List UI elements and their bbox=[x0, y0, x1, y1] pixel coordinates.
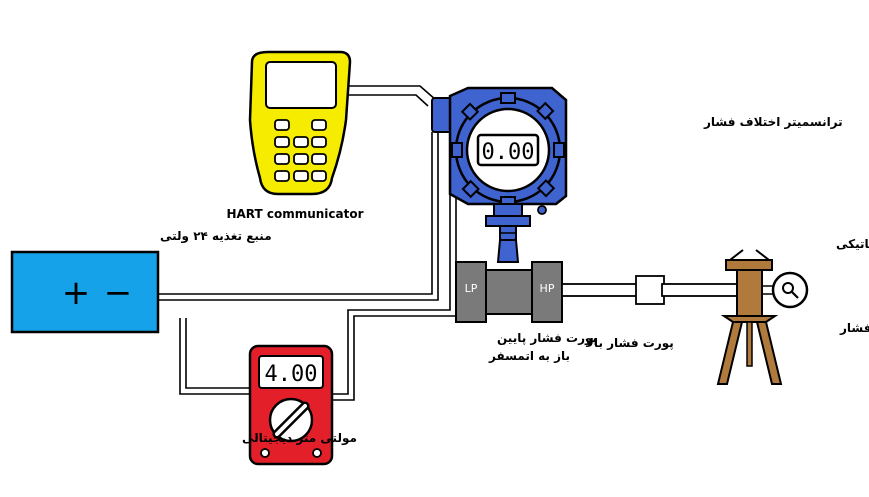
lid-bolt bbox=[451, 142, 463, 158]
lid-bolt bbox=[553, 142, 565, 158]
hart-screen bbox=[265, 61, 337, 109]
power-to-meter-a bbox=[179, 318, 250, 395]
multimeter-reading: 4.00 bbox=[265, 362, 318, 387]
pump-handle-right[interactable] bbox=[755, 249, 770, 261]
pipe-coupling bbox=[635, 275, 665, 305]
hart-key[interactable] bbox=[311, 170, 327, 182]
lid-bolt bbox=[536, 101, 555, 121]
multimeter-label: مولتی متر دیجیتالی bbox=[242, 431, 357, 446]
housing-screw bbox=[537, 205, 547, 215]
power-supply: + − bbox=[10, 250, 160, 334]
dial-pointer-inner bbox=[275, 404, 307, 436]
lid-bolt bbox=[536, 179, 556, 198]
power-supply-body bbox=[10, 250, 160, 334]
hart-cable-b bbox=[346, 94, 429, 107]
pressure-line bbox=[561, 275, 779, 305]
hand-pump bbox=[716, 249, 783, 385]
gauge-hub bbox=[782, 282, 794, 294]
dp-transmitter: 0.00 bbox=[431, 86, 568, 263]
multimeter-display bbox=[258, 355, 324, 389]
pump-cap bbox=[725, 259, 773, 271]
transmitter-neck bbox=[493, 203, 523, 217]
lid-bolt bbox=[460, 102, 480, 121]
hart-communicator bbox=[248, 50, 352, 196]
hart-key[interactable] bbox=[274, 153, 290, 165]
low-port-label-line2: باز به اتمسفر bbox=[488, 349, 570, 363]
transmitter-lcd bbox=[476, 133, 540, 167]
hart-key[interactable] bbox=[293, 153, 309, 165]
manifold-body bbox=[483, 269, 535, 315]
plus-terminal: + bbox=[62, 273, 91, 313]
hart-key[interactable] bbox=[274, 119, 290, 131]
digital-multimeter: 4.00 bbox=[248, 344, 334, 466]
hart-label: HART communicator bbox=[226, 207, 363, 221]
lid-bolts bbox=[451, 92, 565, 208]
transmitter-label: ترانسمیتر اختلاف فشار bbox=[703, 115, 843, 129]
lid-bolt bbox=[500, 92, 516, 104]
pump-leg-center bbox=[746, 321, 753, 367]
pump-collar bbox=[720, 315, 779, 323]
low-pressure-flange bbox=[455, 261, 487, 323]
gauge-face bbox=[771, 271, 809, 309]
minus-terminal: − bbox=[104, 273, 133, 313]
lp-port-tag: LP bbox=[465, 282, 478, 295]
lid-bolt bbox=[461, 179, 480, 199]
power-to-meter-b bbox=[185, 318, 250, 389]
transmitter-neck-flange bbox=[485, 215, 531, 227]
meter-to-transmitter-a bbox=[332, 186, 451, 395]
transmitter-stem-base bbox=[496, 239, 520, 263]
hp-port-tag: HP bbox=[540, 282, 555, 295]
pump-label: پمپ دستی هیدرولیکی / پنوماتیکی bbox=[836, 237, 869, 252]
hart-key[interactable] bbox=[293, 136, 309, 148]
high-port-label: پورت فشار بالا bbox=[585, 336, 674, 351]
hart-key[interactable] bbox=[311, 136, 327, 148]
gauge-needle bbox=[791, 291, 799, 299]
power-supply-label: منبع تغذیه ۲۴ ولتی bbox=[160, 229, 272, 244]
power-wire-b bbox=[158, 132, 439, 301]
probe-jack[interactable] bbox=[260, 448, 270, 458]
pipe-segment bbox=[561, 283, 639, 297]
pressure-manifold: LP HP bbox=[455, 261, 563, 323]
pipe-segment bbox=[661, 283, 739, 297]
probe-jack[interactable] bbox=[312, 448, 322, 458]
hart-key[interactable] bbox=[293, 170, 309, 182]
power-wire-a bbox=[158, 132, 433, 295]
low-port-label-line1: پورت فشار پایین bbox=[497, 331, 597, 346]
hart-cable-a bbox=[346, 85, 437, 101]
hart-key[interactable] bbox=[274, 170, 290, 182]
gauge-label: گیج فشار bbox=[839, 321, 869, 335]
pressure-gauge bbox=[771, 271, 809, 309]
wiring bbox=[158, 85, 457, 401]
hart-key[interactable] bbox=[311, 119, 327, 131]
pump-body bbox=[736, 267, 763, 317]
hart-key[interactable] bbox=[311, 153, 327, 165]
transmitter-reading: 0.00 bbox=[482, 140, 535, 165]
hart-key[interactable] bbox=[274, 136, 290, 148]
pump-handle-left[interactable] bbox=[729, 249, 744, 261]
pump-leg-right bbox=[755, 321, 783, 385]
pump-leg-left bbox=[716, 321, 744, 385]
hart-keypad bbox=[274, 119, 327, 182]
